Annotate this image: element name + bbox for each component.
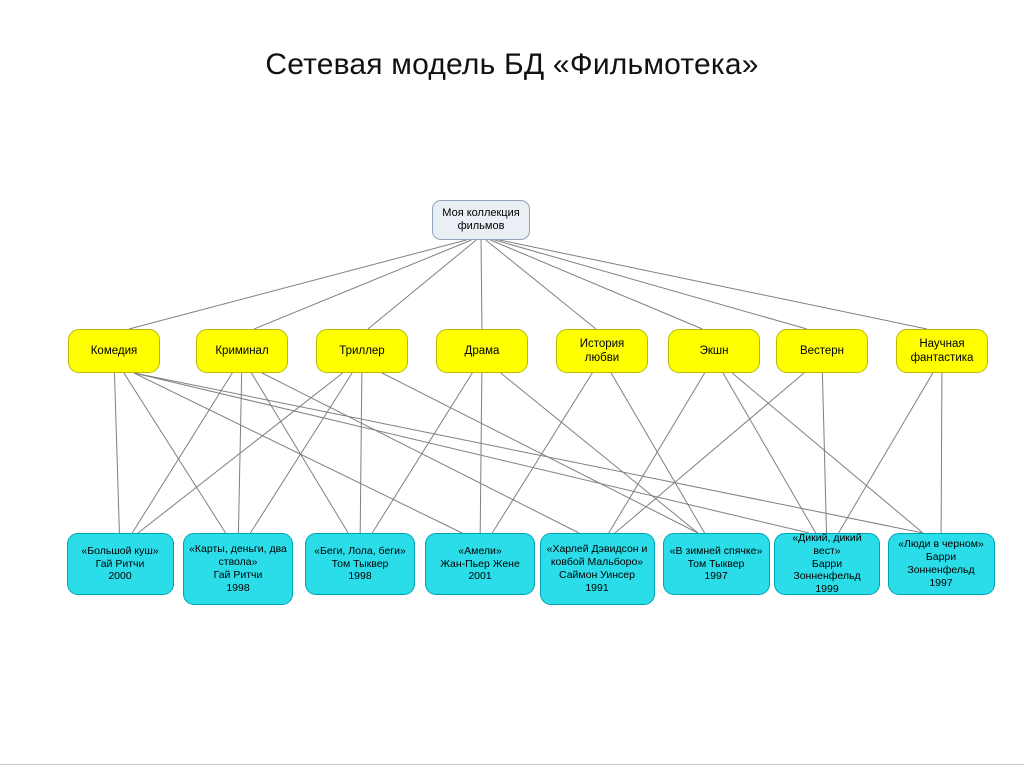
- edge-line: [253, 239, 472, 330]
- film-title: «Карты, деньги, два ствола»: [189, 543, 287, 569]
- edge-line: [608, 372, 706, 534]
- edge-line: [371, 372, 473, 534]
- node-film-harley: «Харлей Дэвидсон и ковбой Мальборо»Саймо…: [539, 533, 655, 605]
- edge-line: [367, 239, 477, 330]
- film-director: Барри Зонненфельд: [907, 551, 975, 576]
- film-title: «Большой куш»: [81, 544, 159, 557]
- film-director: Гай Ритчи: [213, 569, 263, 581]
- node-collection: Моя коллекция фильмов: [432, 200, 530, 240]
- film-year: 1998: [348, 570, 372, 583]
- genre-label: Научная фантастика: [910, 337, 974, 364]
- edge-line: [485, 239, 597, 330]
- film-title: «Харлей Дэвидсон и ковбой Мальборо»: [546, 543, 648, 569]
- film-year: 1991: [585, 581, 609, 594]
- edge-line: [494, 239, 808, 330]
- edge-line: [821, 372, 827, 534]
- genre-label: Комедия: [90, 344, 138, 357]
- edge-line: [123, 372, 227, 534]
- edge-line: [491, 372, 593, 534]
- edge-line: [499, 239, 928, 330]
- edge-line: [610, 372, 706, 534]
- edge-line: [251, 372, 349, 534]
- film-title: «Амели»: [458, 544, 502, 557]
- edge-line: [480, 239, 483, 330]
- genre-label: Драма: [464, 344, 500, 357]
- edge-line: [113, 372, 120, 534]
- node-genre-love: История любви: [556, 329, 648, 373]
- edge-line: [500, 372, 699, 534]
- film-year: 1997: [929, 576, 953, 589]
- film-director: Гай Ритчи: [95, 557, 145, 570]
- node-genre-action: Экшн: [668, 329, 760, 373]
- film-year: 1999: [815, 583, 839, 596]
- film-director: Саймон Уинсер: [559, 569, 635, 581]
- edge-line: [490, 239, 703, 330]
- film-title: «В зимней спячке»: [669, 544, 763, 557]
- node-genre-thriller: Триллер: [316, 329, 408, 373]
- edge-line: [128, 239, 467, 330]
- genre-label: История любви: [579, 337, 625, 364]
- edge-line: [381, 372, 699, 534]
- edge-line: [479, 372, 483, 534]
- edge-line: [359, 372, 363, 534]
- genre-label: Криминал: [215, 344, 269, 357]
- edge-line: [133, 372, 810, 534]
- film-director: Барри Зонненфельд: [793, 557, 861, 583]
- film-director: Том Тыквер: [687, 557, 745, 570]
- film-title: «Люди в черном»: [898, 538, 984, 551]
- slide-title: Сетевая модель БД «Фильмотека»: [265, 48, 759, 81]
- node-genre-western: Вестерн: [776, 329, 868, 373]
- film-title: «Беги, Лола, беги»: [314, 544, 406, 557]
- edge-line: [731, 372, 924, 534]
- slide-bottom-rule: [0, 764, 1024, 765]
- edge-line: [614, 372, 805, 534]
- genre-label: Триллер: [339, 344, 385, 357]
- edge-line: [722, 372, 817, 534]
- node-genre-scifi: Научная фантастика: [896, 329, 988, 373]
- film-year: 2001: [468, 570, 492, 583]
- film-year: 1998: [226, 581, 250, 594]
- film-director: Том Тыквер: [331, 557, 389, 570]
- edge-line: [131, 372, 233, 534]
- film-director: Жан-Пьер Жене: [440, 557, 520, 570]
- edge-line: [237, 372, 243, 534]
- edge-line: [133, 372, 924, 534]
- edge-line: [261, 372, 580, 534]
- collection-label: Моя коллекция фильмов: [442, 206, 520, 232]
- film-title: «Дикий, дикий вест»: [792, 532, 862, 557]
- edge-line: [940, 372, 943, 534]
- node-genre-drama: Драма: [436, 329, 528, 373]
- node-genre-comedy: Комедия: [68, 329, 160, 373]
- genre-label: Экшн: [699, 344, 729, 357]
- edge-line: [838, 372, 934, 534]
- edge-line: [249, 372, 353, 534]
- node-genre-crime: Криминал: [196, 329, 288, 373]
- genre-label: Вестерн: [799, 344, 845, 357]
- edge-line: [137, 372, 343, 534]
- film-year: 2000: [108, 570, 132, 583]
- film-year: 1997: [704, 570, 728, 583]
- edge-line: [133, 372, 463, 534]
